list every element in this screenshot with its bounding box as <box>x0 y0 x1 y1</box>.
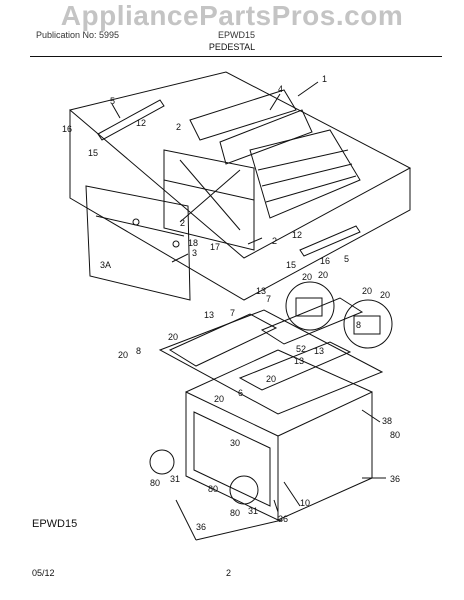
callout-label: 16 <box>62 124 72 134</box>
callout-label: 31 <box>170 474 180 484</box>
pedestal-front <box>185 391 279 521</box>
callout-label: 2 <box>176 122 181 132</box>
callout-label: 20 <box>266 374 276 384</box>
callout-label: 2 <box>272 236 277 246</box>
drawer-front-panel <box>85 185 191 301</box>
callout-label: 15 <box>88 148 98 158</box>
callout-label: 5 <box>344 254 349 264</box>
detail-circle-2 <box>343 299 393 349</box>
drawer-frame <box>163 149 255 251</box>
callout-label: 17 <box>210 242 220 252</box>
callout-label: 15 <box>286 260 296 270</box>
callout-label: 5 <box>110 96 115 106</box>
callout-label: 80 <box>208 484 218 494</box>
basket <box>249 129 361 219</box>
callout-label: 10 <box>300 498 310 508</box>
callout-label: 8 <box>136 346 141 356</box>
model-label: EPWD15 <box>32 518 78 530</box>
callout-label: 13 <box>314 346 324 356</box>
callout-label: 16 <box>320 256 330 266</box>
date-label: 05/12 <box>32 568 55 578</box>
callout-label: 8 <box>356 320 361 330</box>
callout-label: 38 <box>382 416 392 426</box>
upper-assembly-side <box>69 110 411 301</box>
callout-label: 12 <box>136 118 146 128</box>
callout-label: 13 <box>256 286 266 296</box>
bracket-left <box>168 313 278 367</box>
detail-circle-3 <box>149 449 175 475</box>
callout-label: 52 <box>296 344 306 354</box>
callout-label: 7 <box>230 308 235 318</box>
callout-label: 18 <box>188 238 198 248</box>
detail-circle-1 <box>285 281 335 331</box>
callout-label: 36 <box>278 514 288 524</box>
callout-label: 1 <box>322 74 327 84</box>
detail-circle-4 <box>229 475 259 505</box>
callout-label: 20 <box>302 272 312 282</box>
callout-label: 2 <box>180 218 185 228</box>
pedestal-side <box>277 391 373 521</box>
callout-label: 6 <box>238 388 243 398</box>
handle-screw <box>132 218 140 226</box>
callout-label: 20 <box>318 270 328 280</box>
callout-label: 31 <box>248 506 258 516</box>
model-header: EPWD15 <box>218 30 256 40</box>
callout-label: 13 <box>204 310 214 320</box>
callout-label: 20 <box>362 286 372 296</box>
page-number: 2 <box>226 568 232 578</box>
callout-label: 36 <box>196 522 206 532</box>
callout-label: 12 <box>292 230 302 240</box>
bracket-right <box>260 297 364 345</box>
callout-label: 20 <box>380 290 390 300</box>
callout-label: 4 <box>278 84 283 94</box>
callout-label: 20 <box>118 350 128 360</box>
callout-label: 13 <box>294 356 304 366</box>
section-title: PEDESTAL <box>208 42 256 52</box>
callout-label: 20 <box>214 394 224 404</box>
callout-label: 80 <box>150 478 160 488</box>
callout-label: 80 <box>230 508 240 518</box>
callout-label: 30 <box>230 438 240 448</box>
left-slide-rail <box>97 99 165 141</box>
bracket-front <box>238 341 352 391</box>
callout-label: 20 <box>168 332 178 342</box>
callout-label: 7 <box>266 294 271 304</box>
basket-divider-right <box>219 109 313 165</box>
right-slide-rail <box>299 225 361 257</box>
header-rule <box>30 56 442 57</box>
watermark: AppliancePartsPros.com <box>60 0 404 31</box>
callout-label: 3 <box>192 248 197 258</box>
callout-label: 3A <box>100 260 111 270</box>
callout-label: 80 <box>390 430 400 440</box>
basket-divider-left <box>189 89 297 141</box>
callout-label: 36 <box>390 474 400 484</box>
publication-number: Publication No: 5995 <box>36 30 120 40</box>
